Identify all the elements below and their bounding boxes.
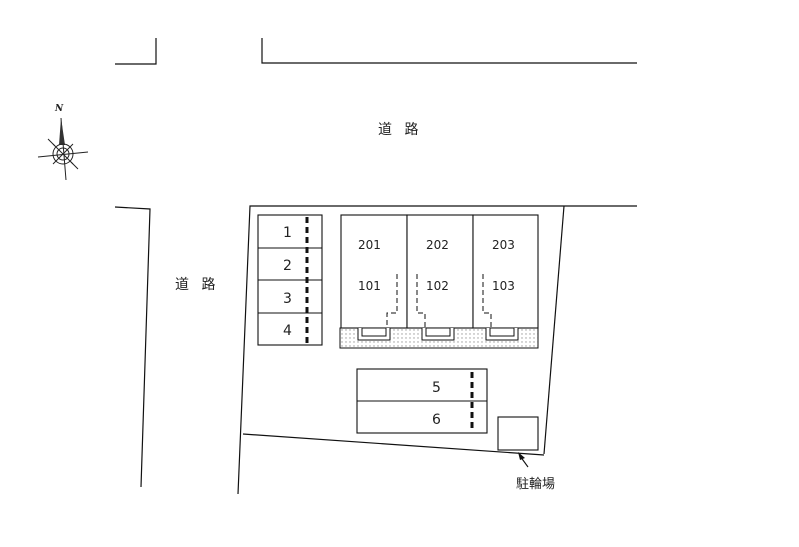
unit-203: 203 — [492, 238, 515, 252]
parking-space-5: 5 — [432, 380, 441, 396]
arrow-icon — [518, 452, 529, 468]
lot-boundary — [237, 205, 637, 495]
unit-202: 202 — [426, 238, 449, 252]
west-road-label: 道 路 — [175, 277, 219, 293]
lot-boundary-south — [242, 433, 545, 456]
parking-space-6: 6 — [432, 412, 441, 428]
unit-102: 102 — [426, 279, 449, 293]
bicycle-parking-area — [497, 416, 539, 451]
parking-lower-block — [356, 368, 488, 434]
road-edges — [114, 38, 637, 495]
road-edge-north-left — [115, 38, 157, 65]
parking-space-4: 4 — [283, 323, 292, 339]
unit-block-3 — [472, 214, 539, 329]
parking-left-block — [257, 214, 323, 346]
north-road-label: 道 路 — [378, 122, 422, 138]
compass-north-letter: N — [54, 104, 64, 114]
bicycle-parking-label: 駐輪場 — [516, 476, 555, 492]
unit-block-2 — [406, 214, 474, 329]
unit-103: 103 — [492, 279, 515, 293]
road-edge-north-right — [261, 38, 637, 64]
compass-icon — [37, 117, 89, 181]
building — [339, 214, 539, 349]
unit-block-1 — [340, 214, 408, 329]
unit-201: 201 — [358, 238, 381, 252]
unit-101: 101 — [358, 279, 381, 293]
parking-space-1: 1 — [283, 225, 292, 241]
road-edge-west — [114, 206, 151, 488]
lot-boundary-east — [543, 205, 565, 455]
parking-space-3: 3 — [283, 291, 292, 307]
parking-space-2: 2 — [283, 258, 292, 274]
